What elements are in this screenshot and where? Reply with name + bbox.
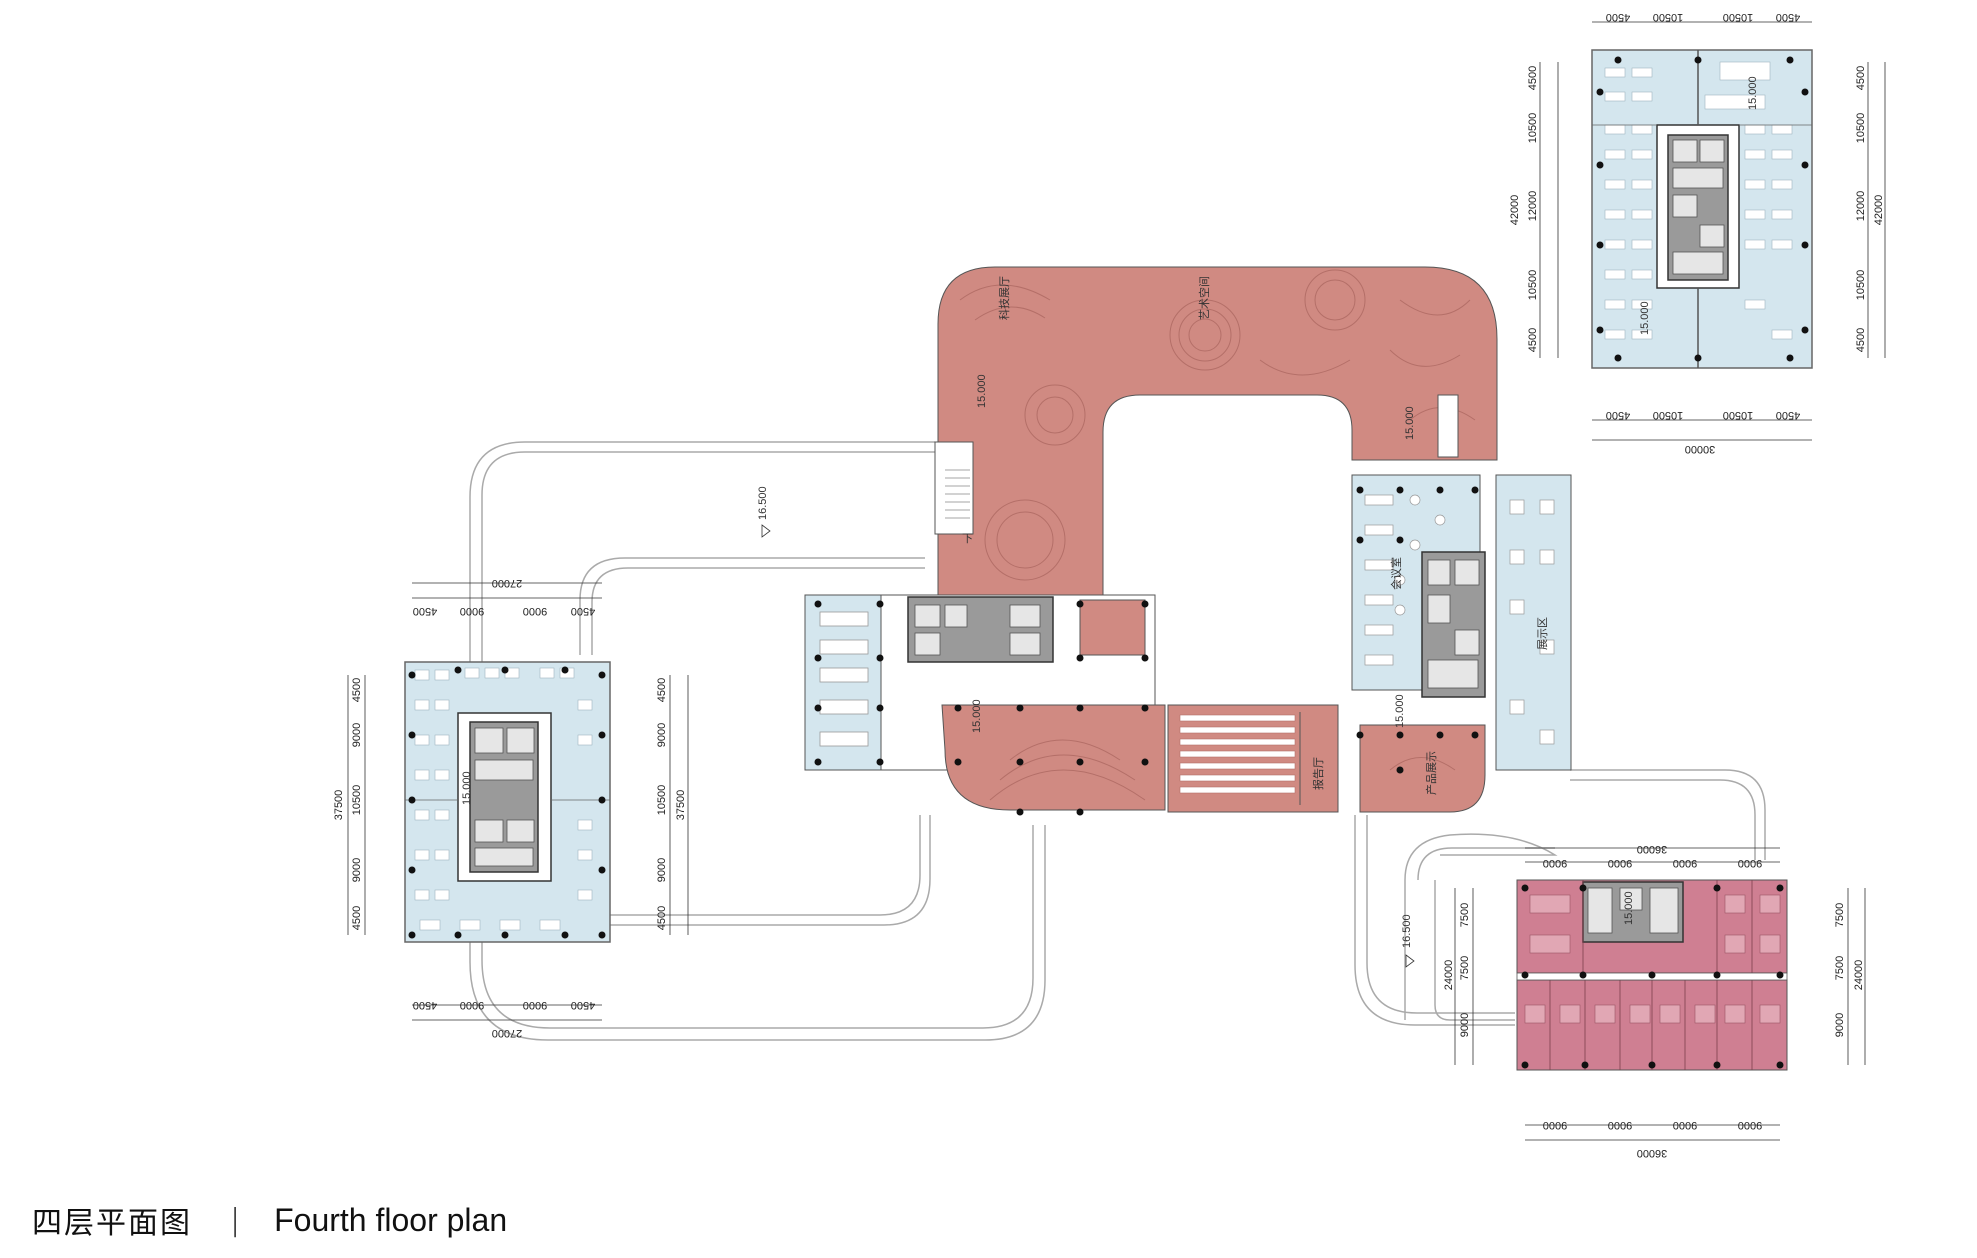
room-label-red-center: 艺术空间 xyxy=(1197,276,1211,320)
level-deck-right: 16.500 xyxy=(1401,914,1413,948)
level-podium-right: 15.000 xyxy=(1404,406,1416,440)
dim-total: 36000 xyxy=(1637,843,1668,855)
dim-total: 27000 xyxy=(492,577,523,589)
dim-text: 4500 xyxy=(571,999,595,1011)
dim-total: 36000 xyxy=(1637,1147,1668,1159)
stair-left xyxy=(934,441,974,535)
dim-text: 4500 xyxy=(571,605,595,617)
dim-text: 9000 xyxy=(1608,857,1632,869)
dim-text: 4500 xyxy=(351,906,363,930)
dim-text: 4500 xyxy=(1606,11,1630,23)
dim-text: 4500 xyxy=(656,906,668,930)
public-space-u-shape xyxy=(937,266,1498,596)
dim-text: 7500 xyxy=(1459,903,1471,927)
room-label-red-left: 科技展厅 xyxy=(997,276,1011,320)
dim-text: 4500 xyxy=(1776,409,1800,421)
dim-total: 37500 xyxy=(333,790,345,821)
dim-total: 24000 xyxy=(1853,960,1865,991)
dim-text: 9000 xyxy=(1543,1119,1567,1131)
central-podium xyxy=(804,594,1486,813)
dim-text: 10500 xyxy=(1653,409,1684,421)
dim-total: 30000 xyxy=(1685,443,1716,455)
dim-text: 9000 xyxy=(1543,857,1567,869)
dim-text: 4500 xyxy=(1776,11,1800,23)
dim-text: 4500 xyxy=(413,999,437,1011)
dim-text: 9000 xyxy=(1738,1119,1762,1131)
dim-text: 10500 xyxy=(1723,409,1754,421)
dim-text: 9000 xyxy=(523,605,547,617)
room-labels: 科技展厅 艺术空间 会议室 展示区 报告厅 产品展示 下 xyxy=(962,276,1549,795)
dim-text: 10500 xyxy=(1653,11,1684,23)
dimension-lines xyxy=(347,21,1886,1141)
dims-top-tower: 4500 10500 10500 4500 4500 10500 10500 4… xyxy=(1509,11,1885,455)
dim-text: 10500 xyxy=(1527,270,1539,301)
dim-total: 24000 xyxy=(1443,960,1455,991)
level-tower-left: 15.000 xyxy=(461,771,473,805)
room-label-hall: 报告厅 xyxy=(1311,757,1325,790)
dim-text: 9000 xyxy=(351,858,363,882)
dim-text: 10500 xyxy=(1723,11,1754,23)
dim-text: 12000 xyxy=(1527,191,1539,222)
tower-top-right xyxy=(1591,49,1813,369)
dim-text: 12000 xyxy=(1855,191,1867,222)
room-label-blue-right: 展示区 xyxy=(1536,617,1549,650)
level-deck-left: 16.500 xyxy=(757,486,769,520)
dim-text: 9000 xyxy=(351,723,363,747)
caption-separator: | xyxy=(230,1202,241,1238)
dim-text: 9000 xyxy=(1608,1119,1632,1131)
office-block-right xyxy=(1351,474,1572,771)
dim-text: 9000 xyxy=(1673,857,1697,869)
dim-text: 9000 xyxy=(1459,1013,1471,1037)
dim-text: 4500 xyxy=(1606,409,1630,421)
tower-left xyxy=(404,661,611,943)
dim-text: 7500 xyxy=(1834,956,1846,980)
dim-text: 10500 xyxy=(1855,270,1867,301)
walkway-lines xyxy=(469,441,1766,1041)
stair-down-label: 下 xyxy=(962,533,973,545)
level-podium-left: 15.000 xyxy=(976,374,988,408)
dim-text: 9000 xyxy=(1834,1013,1846,1037)
room-label-blue-mid: 会议室 xyxy=(1389,557,1403,590)
level-tower-top: 15.000 xyxy=(1747,76,1759,110)
dim-total: 27000 xyxy=(492,1027,523,1039)
dim-total: 37500 xyxy=(675,790,687,821)
level-podium-lower-right: 15.000 xyxy=(1394,694,1406,728)
level-tower-top-lower: 15.000 xyxy=(1639,301,1651,335)
caption-english: Fourth floor plan xyxy=(274,1201,508,1238)
dim-text: 4500 xyxy=(413,605,437,617)
dim-text: 10500 xyxy=(656,785,668,816)
level-markers: 15.000 15.000 15.000 15.000 16.500 16.50… xyxy=(461,76,1759,968)
plan-caption: 四层平面图 | Fourth floor plan xyxy=(32,1198,507,1242)
dim-total: 42000 xyxy=(1509,195,1521,226)
dim-text: 4500 xyxy=(656,678,668,702)
dim-total: 42000 xyxy=(1873,195,1885,226)
dim-text: 4500 xyxy=(1855,328,1867,352)
dim-text: 7500 xyxy=(1459,956,1471,980)
dim-text: 9000 xyxy=(1738,857,1762,869)
dim-text: 9000 xyxy=(460,999,484,1011)
dim-text: 10500 xyxy=(1855,113,1867,144)
dim-text: 9000 xyxy=(656,723,668,747)
columns xyxy=(814,486,1784,1069)
dim-text: 9000 xyxy=(460,605,484,617)
dim-text: 10500 xyxy=(1527,113,1539,144)
dims-left-tower: 27000 4500 9000 9000 4500 4500 9000 9000… xyxy=(333,577,687,1039)
room-label-red-lower-right: 产品展示 xyxy=(1424,751,1438,795)
dim-text: 9000 xyxy=(1673,1119,1697,1131)
level-tower-pink: 15.000 xyxy=(1623,891,1635,925)
lecture-hall xyxy=(1167,704,1339,813)
level-podium-lower-left: 15.000 xyxy=(971,699,983,733)
dim-text: 4500 xyxy=(1527,328,1539,352)
dim-text: 4500 xyxy=(351,678,363,702)
caption-chinese: 四层平面图 xyxy=(32,1206,192,1241)
dim-text: 4500 xyxy=(1527,66,1539,90)
dim-text: 9000 xyxy=(656,858,668,882)
stair-right xyxy=(1437,394,1459,458)
dims-pink-block: 36000 9000 9000 9000 9000 9000 9000 9000… xyxy=(1443,843,1865,1159)
dim-text: 9000 xyxy=(523,999,547,1011)
dim-text: 10500 xyxy=(351,785,363,816)
dim-text: 4500 xyxy=(1855,66,1867,90)
dim-text: 7500 xyxy=(1834,903,1846,927)
